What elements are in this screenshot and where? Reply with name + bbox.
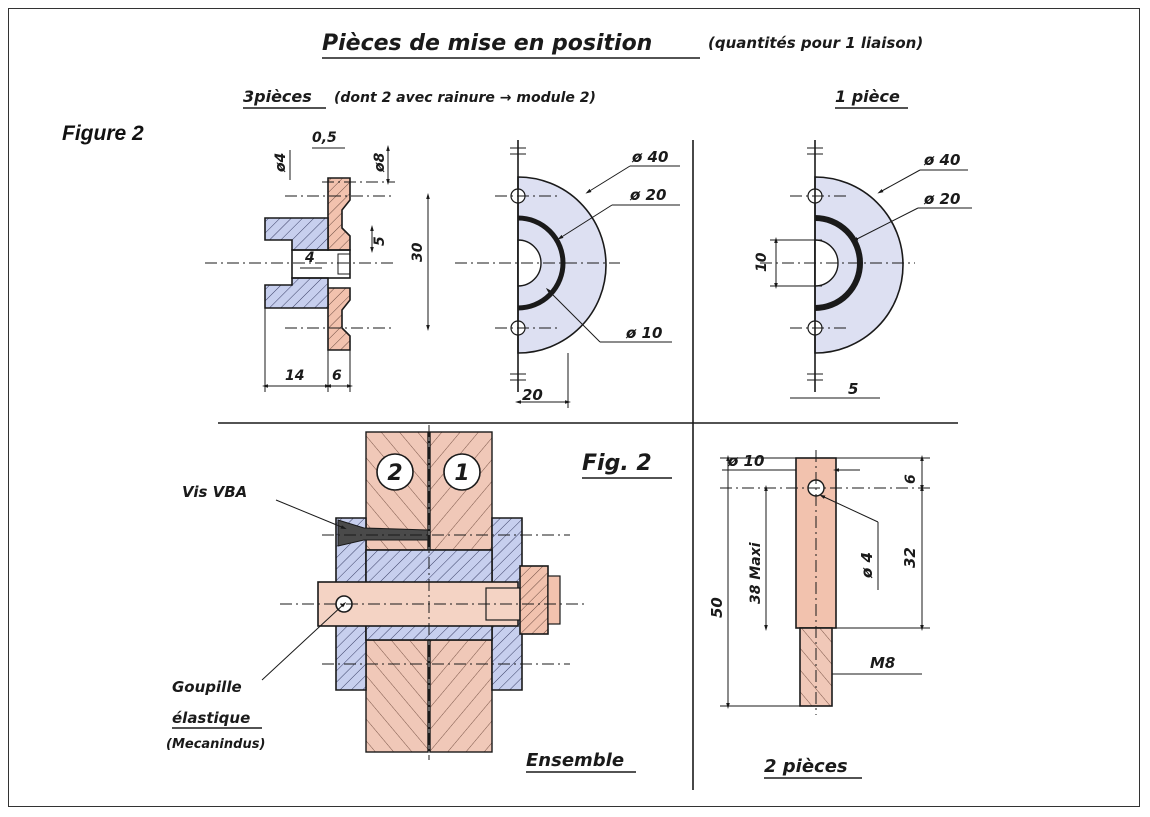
figure-label: Figure 2 — [62, 122, 144, 145]
vis-vba-label: Vis VBA — [182, 483, 247, 501]
title-note: (quantités pour 1 liaison) — [708, 34, 923, 52]
assembly-section-view — [261, 425, 672, 773]
dim-4: 4 — [304, 250, 315, 266]
dim-d8: ø8 — [372, 152, 388, 173]
drawing-frame — [8, 8, 1140, 807]
dim-10-plain: 10 — [754, 252, 770, 272]
dim-5: 5 — [372, 236, 388, 246]
half-disc-plain-view — [760, 140, 972, 399]
dim-0-5: 0,5 — [312, 130, 337, 146]
goupille-label-2: élastique — [172, 709, 250, 727]
goupille-label-3: (Mecanindus) — [166, 737, 265, 752]
title-main: Pièces de mise en position — [322, 31, 652, 56]
top-right-heading: 1 pièce — [835, 87, 900, 106]
half-disc-grooved-view — [455, 140, 680, 408]
dim-5-plain: 5 — [848, 380, 858, 398]
goupille-label-1: Goupille — [172, 678, 242, 696]
dim-20: 20 — [522, 386, 543, 404]
dim-14: 14 — [285, 368, 304, 384]
assembly-caption: Ensemble — [526, 750, 624, 771]
dim-6: 6 — [332, 368, 342, 384]
dim-d20-plain: ø 20 — [923, 190, 960, 208]
part-number-2: 2 — [387, 461, 402, 486]
part-number-1: 1 — [454, 461, 469, 486]
dim-d40-plain: ø 40 — [923, 151, 960, 169]
dim-d10-grooved: ø 10 — [625, 324, 662, 342]
bushing-section-view — [205, 145, 430, 392]
fig-2-label: Fig. 2 — [582, 451, 652, 476]
dim-d40-grooved: ø 40 — [631, 148, 668, 166]
pin-dim-d10: ø 10 — [727, 452, 764, 470]
pin-dim-d4: ø 4 — [858, 552, 876, 579]
pin-dim-32: 32 — [901, 547, 919, 568]
top-left-heading: 3pièces — [243, 87, 312, 106]
dim-d20-grooved: ø 20 — [629, 186, 666, 204]
pin-dim-6: 6 — [903, 474, 919, 484]
pin-dim-38-maxi: 38 Maxi — [748, 542, 764, 604]
pin-dim-50: 50 — [708, 597, 726, 618]
pin-dim-m8: M8 — [870, 654, 895, 672]
top-left-heading-note: (dont 2 avec rainure → module 2) — [334, 90, 596, 106]
dim-d4: ø4 — [273, 153, 289, 173]
pin-view — [720, 450, 930, 779]
pin-caption: 2 pièces — [764, 756, 848, 777]
dim-30: 30 — [410, 242, 426, 262]
